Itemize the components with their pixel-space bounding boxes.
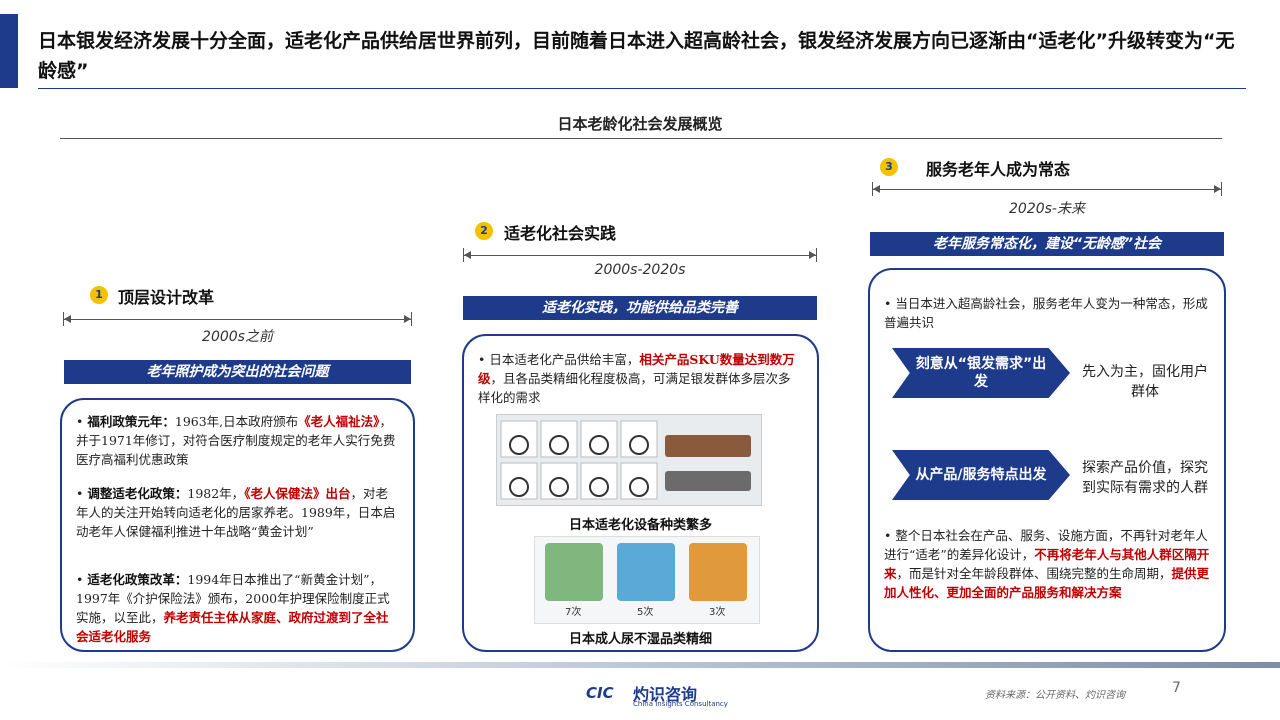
- stage-1-arrow-left-icon: [64, 315, 71, 323]
- bullet-text: 日本适老化产品供给丰富，: [489, 352, 640, 367]
- bullet-highlight: 养老责任主体从家庭、政府过渡到了全社会适老化服务: [76, 610, 389, 644]
- bullet-highlight: 相关产品SKU数量达到数万级: [478, 352, 795, 386]
- page-title: 日本银发经济发展十分全面，适老化产品供给居世界前列，目前随着日本进入超高龄社会，…: [38, 30, 1235, 82]
- stage-3-span-end: [1221, 182, 1222, 196]
- stage-1-bullet-1: • 福利政策元年：1963年,日本政府颁布《老人福祉法》，并于1971年修订，对…: [76, 414, 396, 467]
- stage-2-bullet: • 日本适老化产品供给丰富，相关产品SKU数量达到数万级，且各品类精细化程度极高…: [478, 352, 795, 405]
- diaper-pack-1: [545, 543, 603, 601]
- footer-band: [0, 662, 1280, 668]
- stage-1-span-end: [411, 312, 412, 326]
- logo-chinese-name: 灼识咨询: [633, 685, 698, 704]
- bullet-text: 当日本进入超高龄社会，服务老年人变为一种常态，形成普遍共识: [884, 296, 1208, 330]
- stage-2-period: 2000s-2020s: [594, 262, 686, 278]
- stage-3-span-start: [872, 182, 873, 196]
- stage-1-number-badge: 1: [90, 286, 108, 304]
- bullet-text: 1994年日本推出了“新黄金计划”，1997年《介护保险法》颁布，2000年护理…: [76, 572, 390, 625]
- bullet-text: ，并于1971年修订，对符合医疗制度规定的老年人实行免费医疗高福利优惠政策: [76, 414, 396, 467]
- bullet-highlight: 《老人保健法》出台: [244, 486, 351, 501]
- stage-1-period: 2000s之前: [202, 329, 273, 345]
- equipment-caption: 日本适老化设备种类繁多: [568, 518, 712, 533]
- stage-1-banner: 老年照护成为突出的社会问题: [64, 360, 411, 384]
- bullet-text: 1982年，: [187, 486, 245, 501]
- stage-2-banner: 适老化实践，功能供给品类完善: [463, 296, 817, 320]
- bullet-text: 1963年,日本政府颁布: [174, 414, 299, 429]
- logo-english-name: China Insights Consultancy: [633, 700, 728, 708]
- approach-arrow-2-label: 从产品/服务特点出发: [915, 467, 1047, 483]
- source-note: 资料来源：公开资料、灼识咨询: [985, 690, 1125, 701]
- stage-3-arrow-right-icon: [1214, 185, 1221, 193]
- stage-3-period: 2020s-未来: [1009, 201, 1085, 217]
- approach-arrow-1: 刻意从“银发需求”出发: [892, 348, 1070, 398]
- bullet-lead: 调整适老化政策：: [87, 486, 188, 501]
- bullet-highlight: 提供更加人性化、更加全面的产品服务和解决方案: [884, 566, 1210, 600]
- stage-2-arrow-left-icon: [464, 251, 471, 259]
- approach-arrow-1-label: 刻意从“银发需求”出发: [915, 356, 1047, 390]
- stage-2-span-end: [816, 248, 817, 262]
- stage-3-card: • 当日本进入超高龄社会，服务老年人变为一种常态，形成普遍共识 刻意从“银发需求…: [868, 268, 1226, 652]
- equipment-catalog-image: [496, 414, 762, 506]
- stage-2-arrow-right-icon: [809, 251, 816, 259]
- cic-logo: CIC: [586, 684, 614, 702]
- approach-arrow-1-text: 先入为主，固化用户群体: [1082, 364, 1208, 400]
- stage-2-card: • 日本适老化产品供给丰富，相关产品SKU数量达到数万级，且各品类精细化程度极高…: [462, 334, 819, 652]
- stage-1-bullet-2: • 调整适老化政策：1982年，《老人保健法》出台，对老年人的关注开始转向适老化…: [76, 486, 396, 539]
- bullet-highlight: 不再将老年人与其他人群区隔开来: [884, 547, 1210, 581]
- stage-1-card: • 福利政策元年：1963年,日本政府颁布《老人福祉法》，并于1971年修订，对…: [60, 398, 415, 652]
- bullet-text: ，而是针对全年龄段群体、围绕完整的生命周期，: [896, 566, 1172, 581]
- stage-3-bullet-bottom: • 整个日本社会在产品、服务、设施方面，不再针对老年人进行“适老”的差异化设计，…: [884, 528, 1210, 600]
- stage-3-label: 服务老年人成为常态: [926, 160, 1071, 179]
- accent-bar: [0, 14, 18, 88]
- diaper-products-image: 7次 5次 3次: [534, 536, 760, 624]
- stage-1-span-start: [63, 312, 64, 326]
- stage-3-banner: 老年服务常态化，建设“无龄感”社会: [870, 232, 1224, 256]
- bullet-lead: 适老化政策改革：: [87, 572, 188, 587]
- title-divider: [38, 88, 1246, 89]
- stage-1-arrow-right-icon: [404, 315, 411, 323]
- approach-arrow-2-text: 探索产品价值，探究到实际有需求的人群: [1082, 460, 1208, 496]
- bullet-text: ，且各品类精细化程度极高，可满足银发群体多层次多样化的需求: [478, 371, 791, 405]
- stage-3-number-badge: 3: [880, 158, 898, 176]
- bullet-lead: 福利政策元年：: [87, 414, 175, 429]
- stage-1-label: 顶层设计改革: [118, 288, 215, 307]
- stage-2-number-badge: 2: [475, 222, 493, 240]
- stage-2-label: 适老化社会实践: [504, 224, 617, 243]
- section-divider: [60, 138, 1222, 139]
- stage-1-span-line: [64, 319, 411, 320]
- bullet-text: 整个日本社会在产品、服务、设施方面，不再针对老年人进行“适老”的差异化设计，: [884, 528, 1208, 562]
- diaper-pack-2-label: 5次: [637, 607, 654, 618]
- bullet-highlight: 《老人福祉法》: [298, 414, 380, 429]
- stage-3-arrow-left-icon: [873, 185, 880, 193]
- section-title: 日本老龄化社会发展概览: [557, 115, 723, 133]
- diaper-caption: 日本成人尿不湿品类精细: [568, 632, 712, 647]
- stage-2-span-start: [463, 248, 464, 262]
- stage-2-span-line: [464, 255, 816, 256]
- diaper-pack-3-label: 3次: [709, 607, 726, 618]
- equipment-catalog-illustration: [500, 420, 751, 500]
- stage-1-bullet-3: • 适老化政策改革：1994年日本推出了“新黄金计划”，1997年《介护保险法》…: [76, 572, 390, 644]
- page-number: 7: [1172, 680, 1181, 696]
- approach-arrow-2: 从产品/服务特点出发: [892, 450, 1070, 500]
- diaper-pack-1-label: 7次: [565, 607, 582, 618]
- diaper-pack-3: [689, 543, 747, 601]
- bullet-text: ，对老年人的关注开始转向适老化的居家养老。1989年，日本启动老年人保健福利推进…: [76, 486, 396, 539]
- stage-3-bullet-top: • 当日本进入超高龄社会，服务老年人变为一种常态，形成普遍共识: [884, 296, 1208, 330]
- diaper-pack-2: [617, 543, 675, 601]
- stage-3-span-line: [873, 189, 1221, 190]
